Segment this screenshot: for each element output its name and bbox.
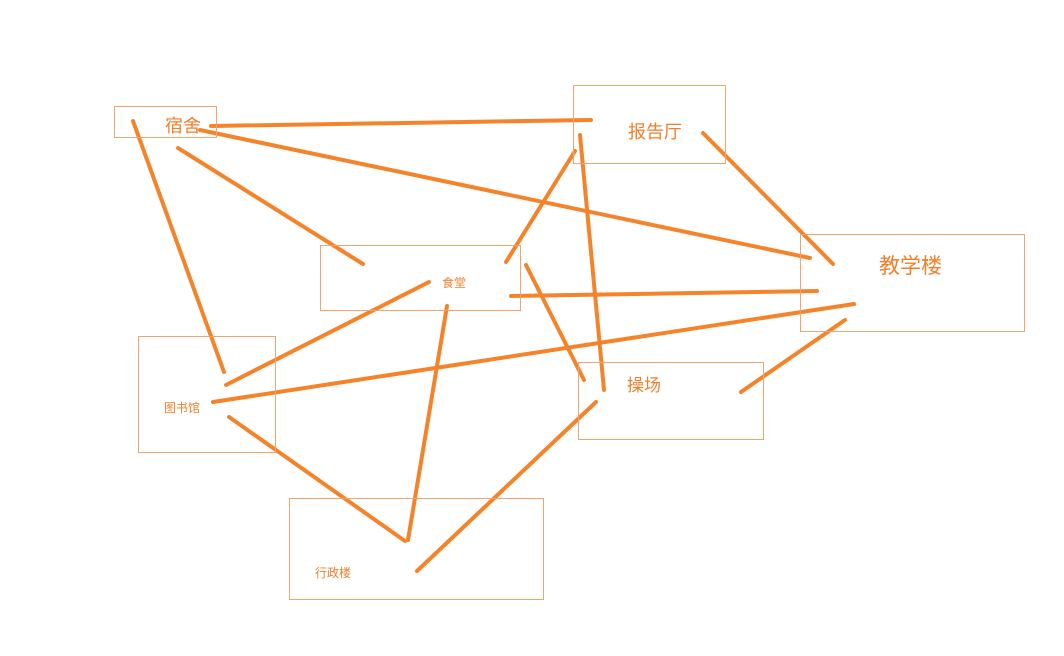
node-box-hall xyxy=(573,85,726,164)
edge-dorm-library xyxy=(131,119,226,374)
edge-canteen-playground xyxy=(524,263,586,382)
edge-teaching-playground xyxy=(739,318,847,394)
edge-hall-playground xyxy=(578,133,606,392)
node-box-playground xyxy=(578,362,764,440)
edge-library-admin xyxy=(227,415,407,543)
node-label-teaching: 教学楼 xyxy=(879,254,942,278)
node-label-dorm: 宿舍 xyxy=(165,116,201,137)
node-label-hall: 报告厅 xyxy=(628,122,682,143)
node-box-canteen xyxy=(320,245,521,311)
node-box-teaching xyxy=(800,234,1025,332)
edge-hall-teaching xyxy=(701,131,835,266)
edge-canteen-library xyxy=(224,280,431,387)
edge-dorm-hall xyxy=(209,118,593,128)
node-label-admin: 行政楼 xyxy=(315,566,352,580)
edge-hall-canteen xyxy=(504,149,577,264)
node-label-library: 图书馆 xyxy=(164,401,201,415)
edge-dorm-canteen xyxy=(176,146,365,266)
node-box-admin xyxy=(289,498,544,600)
node-label-playground: 操场 xyxy=(627,376,661,396)
edge-library-teaching xyxy=(211,302,856,404)
node-label-canteen: 食堂 xyxy=(442,276,467,290)
edge-canteen-admin xyxy=(406,304,449,542)
edge-dorm-teaching xyxy=(198,128,812,260)
node-box-library xyxy=(138,336,276,453)
edge-canteen-teaching xyxy=(509,289,819,298)
edge-playground-admin xyxy=(415,400,598,573)
node-box-dorm xyxy=(114,106,217,138)
